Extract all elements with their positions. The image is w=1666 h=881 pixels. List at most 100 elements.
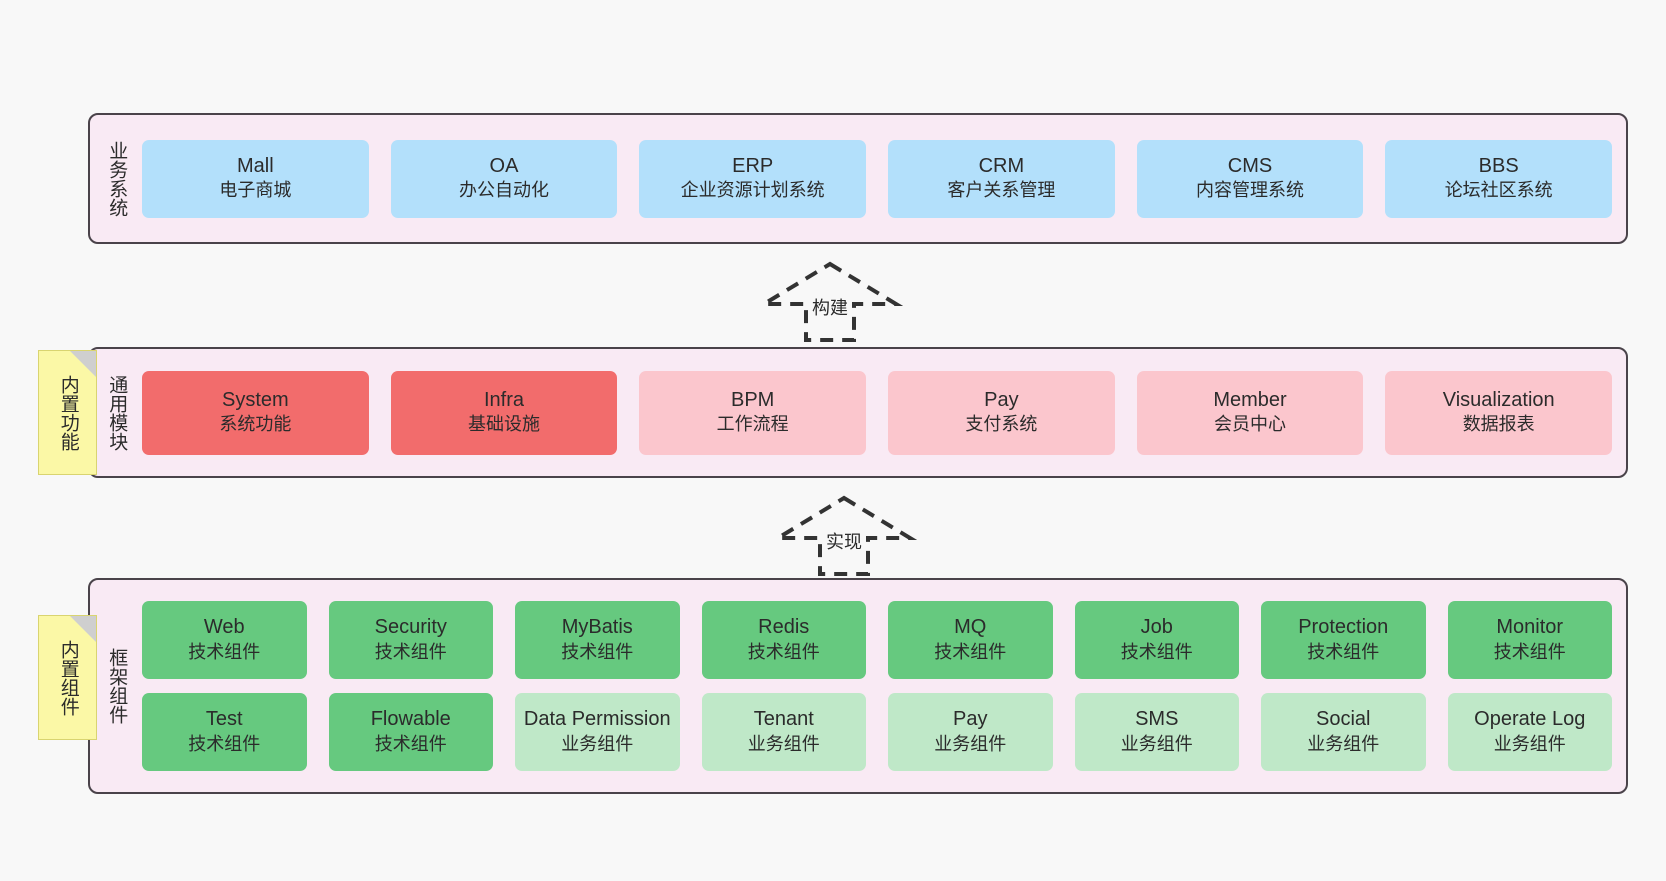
box-row: Mall 电子商城 OA 办公自动化 ERP 企业资源计划系统 CRM 客户关系…	[142, 139, 1613, 218]
module-box-crm[interactable]: CRM 客户关系管理	[888, 139, 1115, 218]
component-box-redis[interactable]: Redis 技术组件	[701, 601, 866, 679]
connector-implement: 实现	[770, 490, 918, 580]
note-builtin-features: 内置功能	[38, 350, 97, 475]
component-title: Monitor	[1496, 616, 1564, 639]
module-title: Mall	[237, 154, 274, 177]
component-subtitle: 业务组件	[1307, 733, 1380, 754]
component-subtitle: 业务组件	[747, 733, 820, 754]
component-box-pay[interactable]: Pay 业务组件	[888, 693, 1053, 771]
module-title: Infra	[483, 388, 525, 411]
component-title: Protection	[1298, 616, 1389, 639]
component-box-flowable[interactable]: Flowable 技术组件	[328, 693, 493, 771]
box-row: Test 技术组件 Flowable 技术组件 Data Permission …	[142, 693, 1612, 771]
module-subtitle: 客户关系管理	[947, 180, 1056, 201]
module-box-erp[interactable]: ERP 企业资源计划系统	[639, 139, 867, 218]
component-subtitle: 业务组件	[934, 733, 1007, 754]
module-box-visualization[interactable]: Visualization 数据报表	[1385, 370, 1613, 455]
component-title: MQ	[954, 616, 987, 639]
component-subtitle: 技术组件	[188, 733, 261, 754]
component-box-test[interactable]: Test 技术组件	[142, 693, 307, 771]
module-subtitle: 工作流程	[716, 414, 789, 435]
component-subtitle: 技术组件	[188, 641, 261, 662]
component-box-protection[interactable]: Protection 技术组件	[1261, 601, 1426, 679]
module-subtitle: 企业资源计划系统	[680, 180, 825, 201]
component-title: Pay	[953, 708, 988, 731]
module-title: OA	[489, 154, 519, 177]
component-title: Job	[1140, 616, 1173, 639]
component-title: Social	[1316, 708, 1371, 731]
module-box-system[interactable]: System 系统功能	[142, 370, 369, 455]
component-title: Operate Log	[1474, 708, 1586, 731]
module-title: CRM	[978, 154, 1025, 177]
note-builtin-components: 内置组件	[38, 615, 97, 740]
module-subtitle: 基础设施	[468, 414, 540, 435]
component-box-sms[interactable]: SMS 业务组件	[1074, 693, 1239, 771]
module-title: ERP	[732, 154, 774, 177]
component-box-mq[interactable]: MQ 技术组件	[888, 601, 1053, 679]
component-title: Web	[203, 616, 245, 639]
component-title: Flowable	[370, 708, 451, 731]
component-title: SMS	[1135, 708, 1179, 731]
component-title: Tenant	[753, 708, 814, 731]
component-box-operate-log[interactable]: Operate Log 业务组件	[1447, 693, 1612, 771]
component-box-social[interactable]: Social 业务组件	[1261, 693, 1426, 771]
box-row: System 系统功能 Infra 基础设施 BPM 工作流程 Pay 支付系统…	[142, 370, 1613, 455]
module-box-mall[interactable]: Mall 电子商城	[142, 139, 369, 218]
module-box-bbs[interactable]: BBS 论坛社区系统	[1385, 139, 1613, 218]
component-subtitle: 技术组件	[1493, 641, 1566, 662]
component-box-job[interactable]: Job 技术组件	[1074, 601, 1239, 679]
component-subtitle: 技术组件	[561, 641, 634, 662]
module-subtitle: 数据报表	[1462, 414, 1535, 435]
module-box-cms[interactable]: CMS 内容管理系统	[1136, 139, 1364, 218]
layer-title-framework-component: 框架组件	[106, 648, 128, 724]
layer-common-module: 通用模块 System 系统功能 Infra 基础设施 BPM 工作流程 Pay…	[88, 347, 1628, 478]
component-subtitle: 技术组件	[374, 733, 447, 754]
layer-title-common-module: 通用模块	[106, 374, 128, 451]
component-subtitle: 技术组件	[934, 641, 1007, 662]
module-box-pay[interactable]: Pay 支付系统	[888, 370, 1115, 455]
module-box-oa[interactable]: OA 办公自动化	[390, 139, 618, 218]
component-box-security[interactable]: Security 技术组件	[328, 601, 493, 679]
module-box-infra[interactable]: Infra 基础设施	[390, 370, 618, 455]
layer-body-business-system: Mall 电子商城 OA 办公自动化 ERP 企业资源计划系统 CRM 客户关系…	[142, 115, 1626, 242]
layer-body-common-module: System 系统功能 Infra 基础设施 BPM 工作流程 Pay 支付系统…	[142, 349, 1626, 476]
module-subtitle: 会员中心	[1214, 414, 1287, 435]
component-subtitle: 业务组件	[1493, 733, 1566, 754]
component-title: MyBatis	[561, 616, 633, 639]
component-subtitle: 技术组件	[1120, 641, 1193, 662]
dashed-up-arrow-icon	[770, 495, 918, 576]
layer-framework-component: 框架组件 Web 技术组件 Security 技术组件 MyBatis 技术组件…	[88, 578, 1628, 794]
dashed-up-arrow-icon	[756, 261, 904, 342]
module-subtitle: 支付系统	[965, 414, 1038, 435]
module-box-bpm[interactable]: BPM 工作流程	[639, 370, 867, 455]
module-title: Pay	[984, 388, 1019, 411]
module-subtitle: 论坛社区系统	[1444, 180, 1553, 201]
component-box-web[interactable]: Web 技术组件	[142, 601, 307, 679]
connector-label-implement: 实现	[826, 532, 862, 552]
component-subtitle: 技术组件	[374, 641, 447, 662]
module-box-member[interactable]: Member 会员中心	[1136, 370, 1364, 455]
module-subtitle: 电子商城	[219, 180, 292, 201]
box-row: Web 技术组件 Security 技术组件 MyBatis 技术组件 Redi…	[142, 601, 1612, 679]
module-subtitle: 系统功能	[219, 414, 292, 435]
layer-body-framework-component: Web 技术组件 Security 技术组件 MyBatis 技术组件 Redi…	[142, 580, 1626, 792]
component-title: Redis	[758, 616, 810, 639]
module-subtitle: 办公自动化	[459, 180, 549, 201]
component-subtitle: 技术组件	[1307, 641, 1380, 662]
module-title: System	[221, 388, 289, 411]
connector-build: 构建	[756, 256, 904, 346]
module-title: CMS	[1227, 154, 1273, 177]
component-box-data-permission[interactable]: Data Permission 业务组件	[515, 693, 680, 771]
component-title: Data Permission	[523, 708, 671, 731]
component-box-mybatis[interactable]: MyBatis 技术组件	[515, 601, 680, 679]
component-box-monitor[interactable]: Monitor 技术组件	[1447, 601, 1612, 679]
component-box-tenant[interactable]: Tenant 业务组件	[701, 693, 866, 771]
module-title: BPM	[731, 388, 775, 411]
component-subtitle: 技术组件	[747, 641, 820, 662]
layer-title-business-system: 业务系统	[106, 140, 128, 217]
module-title: BBS	[1478, 154, 1519, 177]
module-title: Visualization	[1442, 388, 1555, 411]
component-title: Test	[205, 708, 243, 731]
component-title: Security	[374, 616, 447, 639]
